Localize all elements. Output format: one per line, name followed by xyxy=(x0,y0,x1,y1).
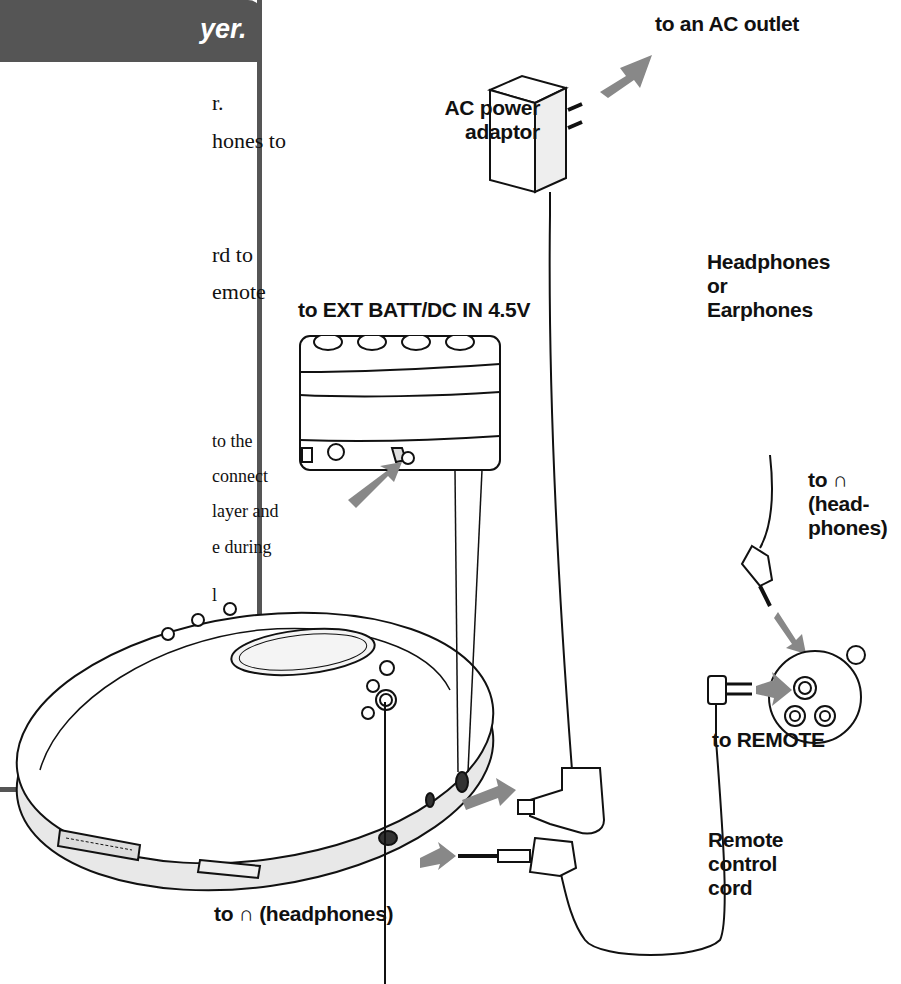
panel-text: hones to xyxy=(212,124,312,158)
ac-adaptor xyxy=(462,55,652,834)
panel-text: rd to emote xyxy=(212,236,274,310)
leader-line xyxy=(384,702,386,984)
callout-label: Headphones or Earphones xyxy=(707,250,837,322)
panel-heading: yer. xyxy=(200,14,247,45)
callout-label: to an AC outlet xyxy=(655,12,895,36)
panel-text: e during xyxy=(212,530,292,565)
inset-detail xyxy=(300,334,500,772)
remote-control xyxy=(420,646,865,955)
callout-label: to ∩ (head- phones) xyxy=(808,468,890,540)
callout-label: to EXT BATT/DC IN 4.5V xyxy=(298,298,568,322)
panel-text: to the connect layer and xyxy=(212,424,294,529)
panel-text: r. xyxy=(212,86,262,120)
cd-player xyxy=(0,584,509,919)
headphone-cord xyxy=(742,455,806,654)
callout-label: to ∩ (headphones) xyxy=(214,902,434,926)
